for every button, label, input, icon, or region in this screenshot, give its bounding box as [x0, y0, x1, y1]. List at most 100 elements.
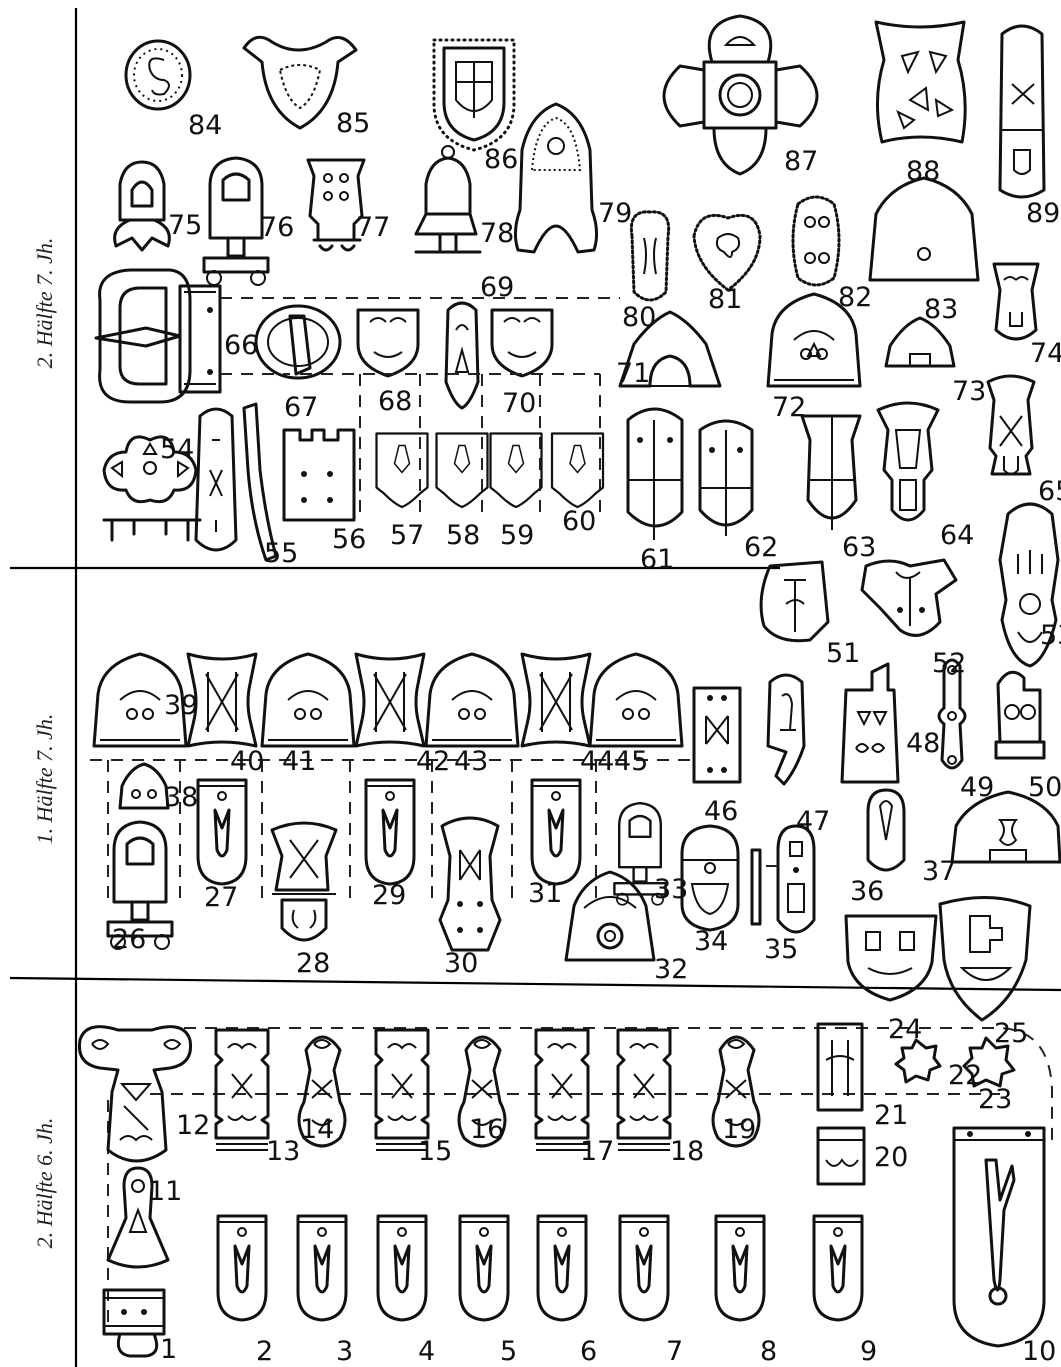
- object-number-8: 8: [760, 1336, 777, 1367]
- object-number-61: 61: [640, 544, 674, 575]
- artifact-8: [716, 1216, 764, 1320]
- artifact-74: [994, 264, 1038, 339]
- object-number-37: 37: [922, 856, 956, 887]
- object-number-38: 38: [164, 782, 198, 813]
- object-number-16: 16: [470, 1114, 504, 1145]
- object-number-1: 1: [160, 1334, 177, 1365]
- object-number-74: 74: [1030, 338, 1061, 369]
- artifact-2: [218, 1216, 266, 1320]
- object-number-54: 54: [160, 434, 194, 465]
- object-number-39: 39: [164, 690, 198, 721]
- artifact-52: [862, 560, 956, 635]
- artifact-68: [358, 310, 418, 376]
- object-number-9: 9: [860, 1336, 877, 1367]
- artifact-9: [814, 1216, 862, 1320]
- artifact-84: [126, 41, 190, 109]
- object-number-68: 68: [378, 386, 412, 417]
- artifact-42: [356, 654, 424, 746]
- object-number-78: 78: [480, 218, 514, 249]
- object-number-44: 44: [580, 746, 614, 777]
- object-number-67: 67: [284, 392, 318, 423]
- artifact-18: [618, 1030, 670, 1150]
- artifact-30: [440, 818, 500, 950]
- artifact-22: [896, 1040, 940, 1082]
- object-number-60: 60: [562, 506, 596, 537]
- object-number-58: 58: [446, 520, 480, 551]
- artifact-79: [515, 104, 596, 252]
- object-number-36: 36: [850, 876, 884, 907]
- artifact-86: [434, 40, 514, 150]
- artifact-60: [552, 434, 603, 508]
- object-number-26: 26: [112, 924, 146, 955]
- object-number-42: 42: [416, 746, 450, 777]
- object-number-21: 21: [874, 1100, 908, 1131]
- object-number-46: 46: [704, 796, 738, 827]
- object-number-32: 32: [654, 954, 688, 985]
- object-number-81: 81: [708, 284, 742, 315]
- artifact-76: [204, 158, 268, 285]
- artifact-58: [437, 434, 488, 508]
- object-number-57: 57: [390, 520, 424, 551]
- object-number-14: 14: [300, 1114, 334, 1145]
- artifact-15: [376, 1030, 428, 1150]
- object-number-11: 11: [148, 1176, 182, 1207]
- artifact-46: [694, 688, 740, 782]
- object-number-4: 4: [418, 1336, 435, 1367]
- artifact-35: [752, 826, 814, 932]
- object-number-56: 56: [332, 524, 366, 555]
- artifact-69: [446, 303, 478, 408]
- artifact-67: [256, 306, 340, 378]
- object-number-82: 82: [838, 282, 872, 313]
- object-number-17: 17: [580, 1136, 614, 1167]
- artifact-7: [620, 1216, 668, 1320]
- object-number-80: 80: [622, 302, 656, 333]
- object-number-30: 30: [444, 948, 478, 979]
- object-number-66: 66: [224, 330, 258, 361]
- artifact-45: [590, 654, 682, 746]
- artifact-27: [198, 780, 246, 884]
- object-number-79: 79: [598, 198, 632, 229]
- artifact-41: [262, 654, 354, 746]
- artifact-4: [378, 1216, 426, 1320]
- artifact-62: [700, 421, 752, 536]
- object-number-23: 23: [978, 1084, 1012, 1115]
- artifact-73: [886, 318, 954, 366]
- object-number-72: 72: [772, 392, 806, 423]
- artifact-59: [491, 434, 542, 508]
- artifact-75: [115, 162, 170, 250]
- object-number-18: 18: [670, 1136, 704, 1167]
- artifact-31: [532, 780, 580, 884]
- object-number-29: 29: [372, 880, 406, 911]
- artifact-83: [870, 178, 978, 280]
- artifact-82: [793, 197, 839, 285]
- artifact-17: [536, 1030, 588, 1150]
- artifact-89: [1000, 26, 1044, 197]
- object-number-73: 73: [952, 376, 986, 407]
- object-number-62: 62: [744, 532, 778, 563]
- object-number-6: 6: [580, 1336, 597, 1367]
- object-number-15: 15: [418, 1136, 452, 1167]
- object-number-34: 34: [694, 926, 728, 957]
- object-number-19: 19: [722, 1114, 756, 1145]
- artifact-29: [366, 780, 414, 884]
- artifact-44: [522, 654, 590, 746]
- object-number-12: 12: [176, 1110, 210, 1141]
- artifact-38: [120, 764, 168, 808]
- artifact-21: [818, 1024, 862, 1110]
- object-number-33: 33: [654, 874, 688, 905]
- artifact-80: [631, 212, 668, 300]
- artifact-88: [876, 22, 965, 142]
- object-number-87: 87: [784, 146, 818, 177]
- artifact-65: [988, 376, 1034, 474]
- object-number-59: 59: [500, 520, 534, 551]
- object-number-27: 27: [204, 882, 238, 913]
- artifact-81: [694, 215, 760, 290]
- object-number-49: 49: [960, 772, 994, 803]
- artifact-28: [272, 823, 336, 940]
- object-number-77: 77: [356, 212, 390, 243]
- artifact-78: [416, 146, 480, 252]
- object-number-5: 5: [500, 1336, 517, 1367]
- object-number-63: 63: [842, 532, 876, 563]
- object-number-52: 52: [932, 648, 966, 679]
